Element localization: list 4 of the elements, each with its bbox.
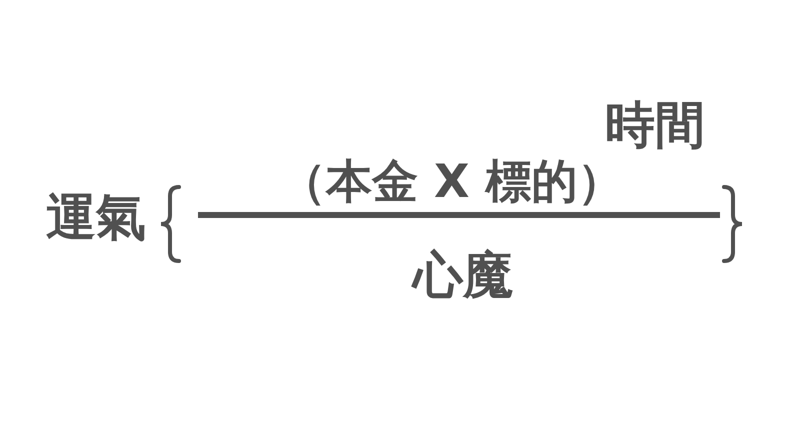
denominator-text: 心魔 — [413, 250, 513, 300]
numerator-text: （本金 X 標的） — [280, 158, 624, 204]
exponent-text: 時間 — [605, 100, 705, 150]
formula-term: 運氣 — [46, 192, 146, 242]
